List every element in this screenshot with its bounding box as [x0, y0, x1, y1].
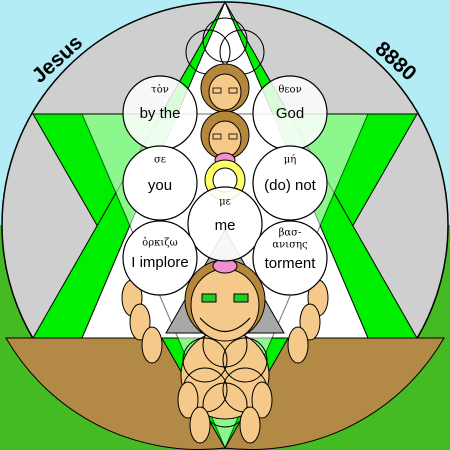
word-torment-english: torment [265, 255, 317, 272]
top-face [200, 63, 250, 113]
word-by-the-greek: τὸν [151, 85, 169, 96]
word-i-implore-english: I implore [131, 254, 189, 271]
word-circle-torment: βασ- ανισης torment [252, 220, 328, 296]
word-you-english: you [148, 177, 172, 194]
word-circle-do-not: μή (do) not [252, 145, 328, 221]
word-by-the-english: by the [140, 105, 181, 122]
word-i-implore-greek: ὁρκιζω [142, 238, 178, 249]
word-me-english: me [215, 217, 236, 234]
mouth-line [199, 317, 251, 332]
right-eye [233, 293, 249, 303]
word-torment-greek-line1: βασ- [279, 228, 302, 239]
word-circle-god: θεον God [252, 75, 328, 151]
word-do-not-english: (do) not [264, 177, 317, 194]
right-oval-chain [239, 279, 329, 444]
word-circle-me: με me [187, 186, 263, 262]
word-you-greek: σε [154, 155, 166, 166]
second-face [200, 110, 250, 160]
lower-face [184, 259, 266, 342]
word-circle-by-the: τὸν by the [122, 75, 198, 151]
left-oval-chain [121, 279, 211, 444]
left-eye [201, 293, 217, 303]
word-circle-you: σε you [122, 145, 198, 221]
word-torment-greek-line2: ανισης [272, 240, 308, 251]
word-god-greek: θεον [278, 85, 301, 96]
word-circle-i-implore: ὁρκιζω I implore [122, 220, 198, 296]
word-do-not-greek: μή [284, 155, 297, 166]
bottom-flower-motif [180, 322, 270, 428]
word-god-english: God [276, 105, 304, 122]
word-me-greek: με [219, 197, 231, 208]
